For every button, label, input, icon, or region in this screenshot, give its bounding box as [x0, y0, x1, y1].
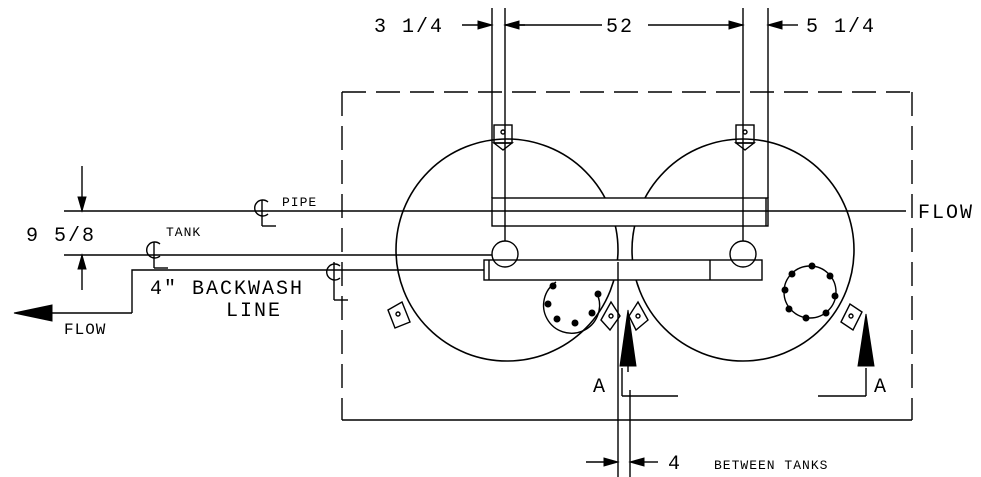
- tank-gap-value: 4: [668, 453, 682, 476]
- flow-out-arrow-icon: [13, 304, 132, 322]
- backwash-line-label: 4" BACKWASH: [150, 278, 304, 301]
- section-label-right: A: [874, 376, 888, 399]
- left-tank-side-lug-right-icon: [600, 300, 621, 332]
- right-tank-manway-icon: [781, 262, 839, 322]
- left-top-lug-icon: [491, 124, 515, 151]
- tank-gap-dimension: [586, 262, 658, 477]
- left-tank-manway-icon: [542, 281, 602, 334]
- pipe-centerline-label: PIPE: [282, 195, 317, 210]
- dimension-center-span: [505, 20, 745, 30]
- left-tank-side-lug-icon: [387, 300, 411, 329]
- tank-centerline-symbol-icon: [146, 241, 168, 269]
- dimension-right-offset-label: 5 1/4: [806, 16, 876, 39]
- section-label-left: A: [593, 376, 607, 399]
- left-tank: [395, 138, 619, 362]
- tank-gap-note: BETWEEN TANKS: [714, 458, 828, 473]
- right-top-lug-icon: [733, 124, 757, 151]
- tank-centerline-label: TANK: [166, 225, 201, 240]
- dimension-vertical-offset: [77, 166, 87, 290]
- backwash-centerline-symbol-icon: [326, 262, 348, 301]
- right-tank-side-lug-icon: [840, 302, 863, 332]
- section-marker-right-icon: [818, 313, 875, 397]
- flow-out-label: FLOW: [64, 321, 106, 339]
- pipe-centerline-symbol-icon: [254, 199, 276, 227]
- dimension-center-span-label: 52: [606, 16, 634, 39]
- dimension-right-offset: [766, 20, 798, 30]
- pad-outline: [341, 91, 913, 421]
- right-tank-side-lug-left-icon: [628, 300, 649, 332]
- section-marker-left-icon: [619, 309, 678, 397]
- top-extension-lines: [491, 8, 769, 241]
- header-pipe: [491, 197, 769, 227]
- backwash-pipe: [483, 259, 763, 281]
- backwash-centerline: [131, 269, 484, 313]
- flow-in-label: FLOW: [918, 202, 974, 225]
- dimension-vertical-offset-label: 9 5/8: [26, 225, 96, 248]
- dimension-left-offset-label: 3 1/4: [374, 16, 444, 39]
- backwash-line-label-2: LINE: [226, 300, 282, 323]
